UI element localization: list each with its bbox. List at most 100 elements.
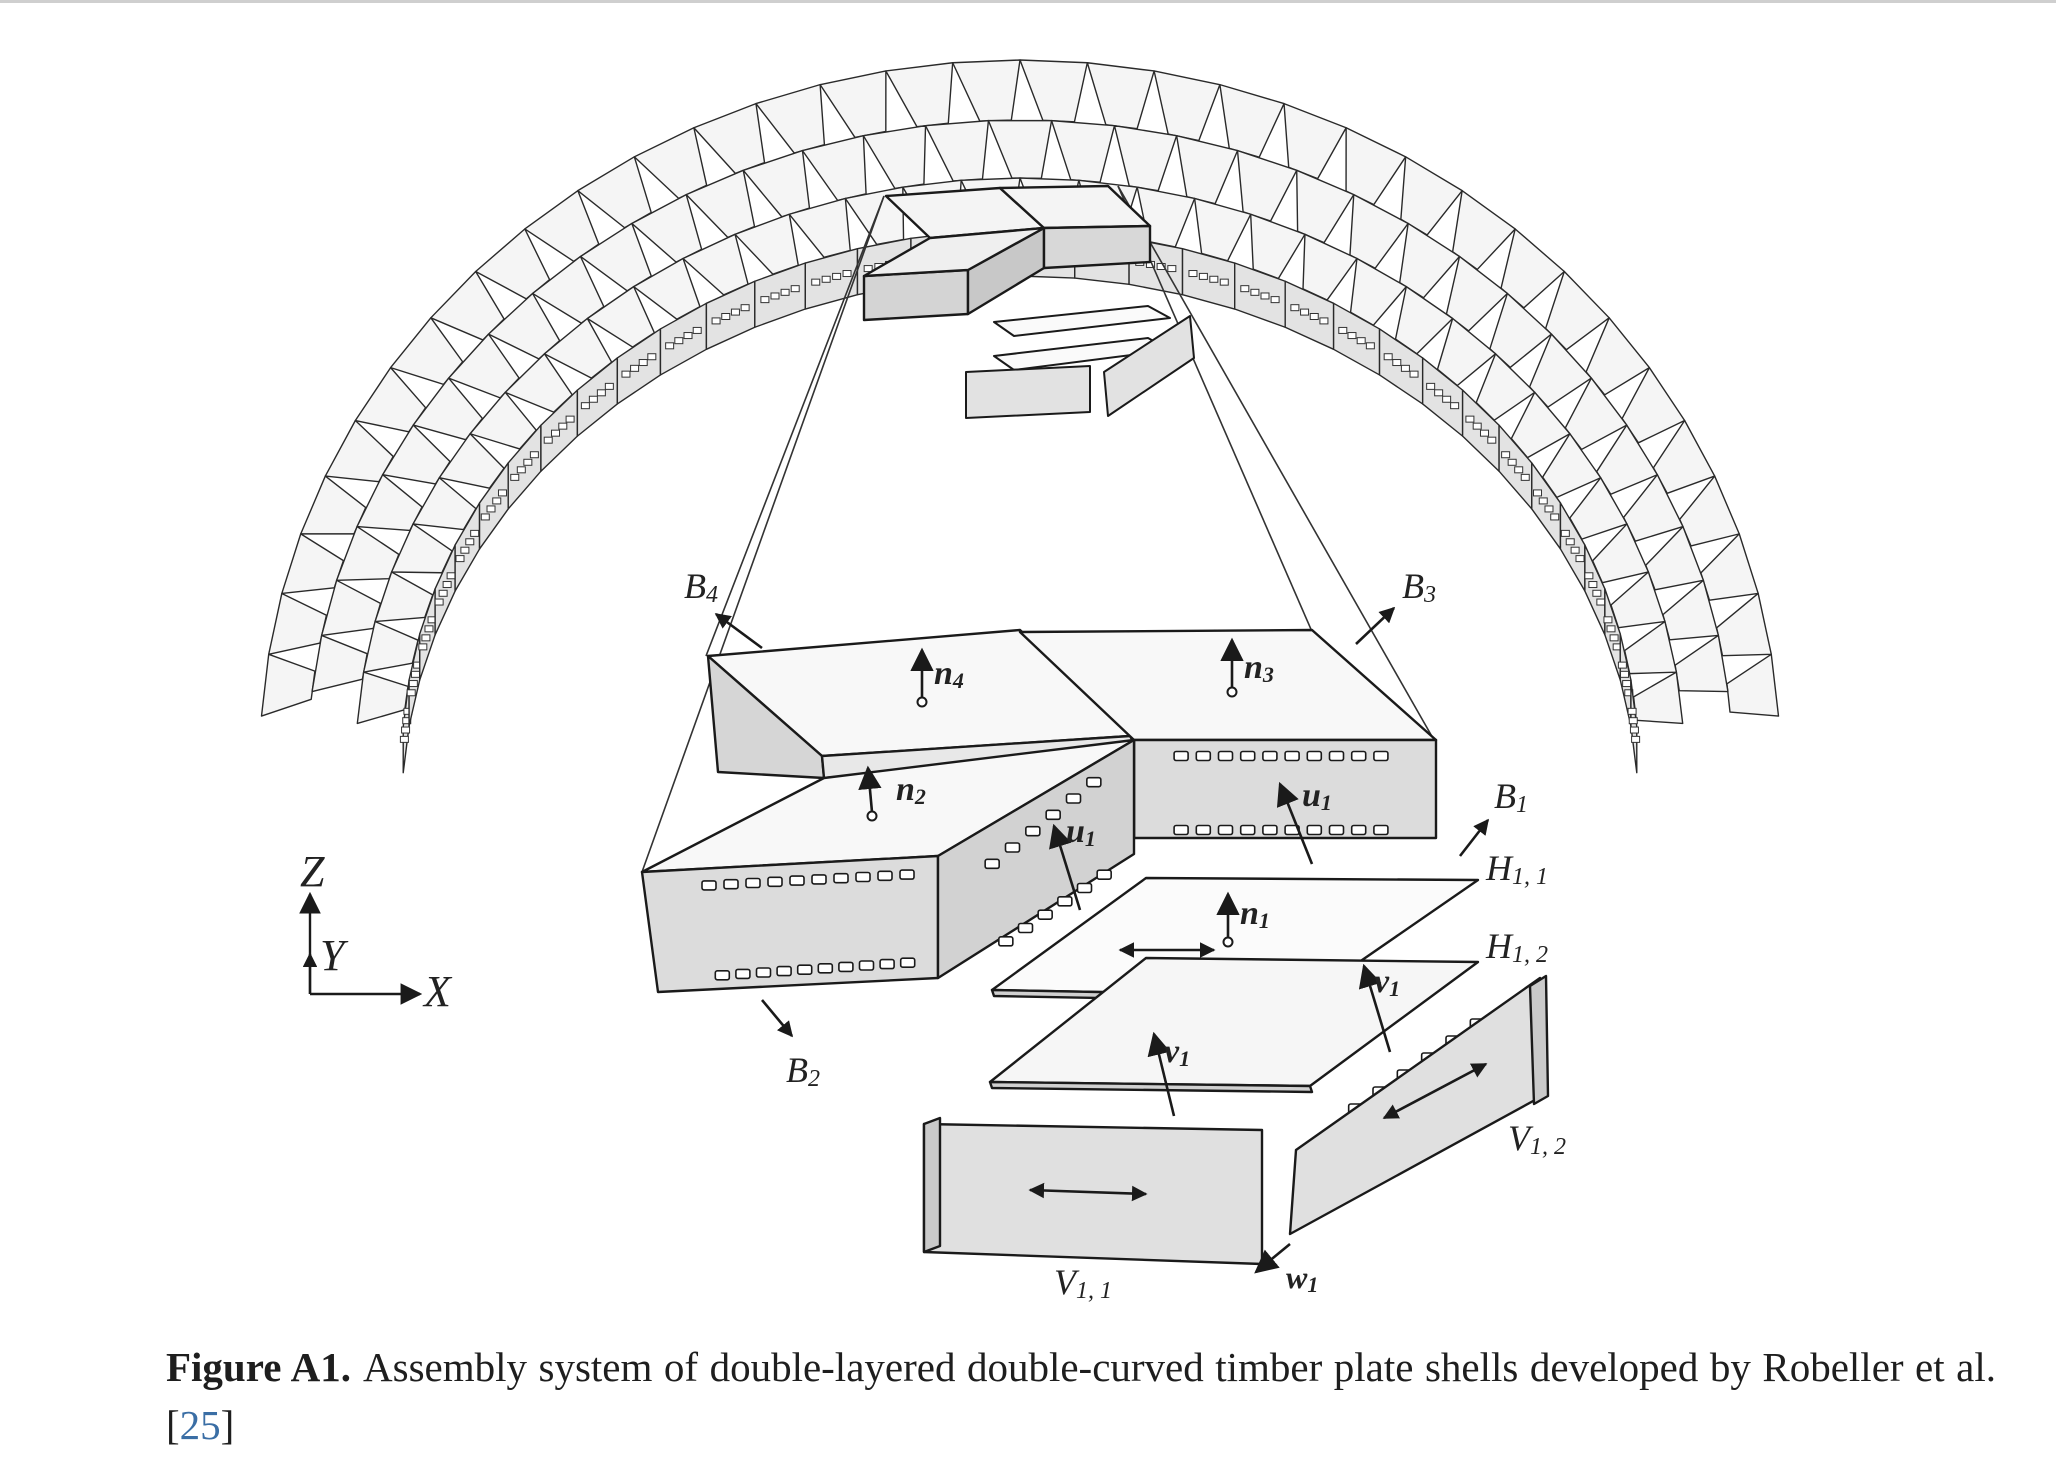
slot: [723, 878, 739, 890]
label-n1: n1: [1240, 895, 1270, 933]
label-V12: V1, 2: [1508, 1118, 1566, 1160]
shell-tile: [693, 102, 766, 175]
shell-slot: [1338, 326, 1348, 334]
shell-slot: [516, 466, 526, 474]
shell-tile: [755, 83, 826, 154]
shell-slot: [401, 726, 411, 734]
top-rule: [0, 0, 2056, 3]
shell-slot: [1628, 717, 1638, 725]
slot: [1217, 824, 1234, 836]
shell-slot: [565, 415, 575, 423]
shell-tile: [324, 419, 394, 483]
slot: [811, 874, 827, 885]
shell-tile: [987, 119, 1053, 180]
shell-slot: [460, 546, 470, 554]
shell-slot: [1550, 513, 1560, 521]
shell-dome: [260, 59, 1780, 774]
slot: [899, 957, 916, 969]
shell-tile: [281, 533, 345, 595]
shell-tile: [300, 475, 367, 535]
shell-tile: [1715, 592, 1772, 657]
shell-slot: [455, 555, 465, 563]
shell-slot: [1383, 353, 1393, 361]
shell-slot: [832, 272, 842, 280]
shell-slot: [1442, 395, 1452, 403]
shell-slot: [580, 402, 590, 410]
shell-tile: [1283, 102, 1347, 180]
label-B3: B3: [1402, 566, 1436, 608]
shell-slot: [1347, 332, 1357, 340]
shell-tile: [1349, 193, 1409, 269]
slot: [1076, 882, 1093, 894]
shell-slot: [711, 317, 721, 325]
shell-slot: [674, 337, 684, 345]
axis-z-label: Z: [300, 847, 325, 896]
slot: [1173, 750, 1189, 762]
shell-slot: [1629, 726, 1639, 734]
shell-tile: [268, 592, 328, 656]
shell-slot: [1520, 473, 1530, 481]
shell-slot: [523, 458, 533, 466]
shell-slot: [604, 382, 614, 390]
shell-slot: [1365, 342, 1375, 350]
shell-tile: [1679, 475, 1740, 547]
slot: [1217, 750, 1234, 762]
label-v1-lower: v1: [1164, 1033, 1190, 1071]
shell-tile: [1726, 653, 1780, 717]
shell-slot: [1479, 429, 1489, 437]
shell-slot: [1240, 285, 1250, 293]
label-B1: B1: [1494, 776, 1528, 818]
shell-tile: [1345, 127, 1407, 206]
label-u1-left: u1: [1066, 813, 1096, 851]
shell-slot: [1507, 458, 1517, 466]
slot: [755, 967, 772, 978]
slot: [1373, 824, 1389, 836]
slot: [899, 869, 915, 880]
shell-slot: [1592, 589, 1602, 597]
caption-reference-link[interactable]: 25: [179, 1402, 221, 1448]
axis-x-label: X: [422, 967, 453, 1016]
shell-slot: [418, 643, 428, 651]
axis-y-label: Y: [320, 931, 349, 980]
shell-slot: [497, 489, 507, 497]
label-n4: n4: [934, 655, 964, 693]
shell-tile: [633, 127, 708, 200]
shell-slot: [1631, 735, 1641, 743]
slot: [1262, 750, 1278, 762]
shell-slot: [1409, 370, 1419, 378]
slot: [701, 880, 717, 891]
shell-slot: [760, 296, 770, 304]
slot: [817, 962, 834, 974]
caption-label: Figure A1.: [166, 1344, 351, 1390]
shell-slot: [486, 505, 496, 513]
shell-slot: [446, 572, 456, 580]
slot: [877, 870, 893, 882]
figure-caption: Figure A1.Assembly system of double-laye…: [166, 1338, 1996, 1454]
shell-slot: [1434, 389, 1444, 397]
slot: [1086, 776, 1102, 788]
shell-slot: [721, 312, 731, 320]
slot: [1025, 825, 1041, 837]
shell-slot: [1426, 382, 1436, 390]
label-n3: n3: [1244, 649, 1274, 687]
shell-tile: [335, 525, 400, 582]
shell-slot: [1544, 505, 1554, 513]
slot: [1262, 824, 1278, 836]
shell-slot: [1622, 680, 1632, 688]
shell-slot: [470, 529, 480, 537]
shell-slot: [1309, 312, 1319, 320]
slot: [858, 960, 875, 971]
slot: [1328, 824, 1345, 836]
shell-tile: [1296, 169, 1355, 244]
shell-tile: [1153, 70, 1221, 142]
shell-tile: [1219, 83, 1285, 158]
shell-slot: [692, 326, 702, 334]
shell-tile: [1302, 233, 1358, 301]
shell-slot: [1575, 555, 1585, 563]
shell-tile: [356, 474, 423, 532]
slot: [998, 936, 1014, 947]
shell-slot: [1156, 263, 1166, 271]
slot: [1328, 750, 1345, 762]
label-w1: w1: [1286, 1259, 1318, 1297]
slot: [745, 877, 761, 889]
